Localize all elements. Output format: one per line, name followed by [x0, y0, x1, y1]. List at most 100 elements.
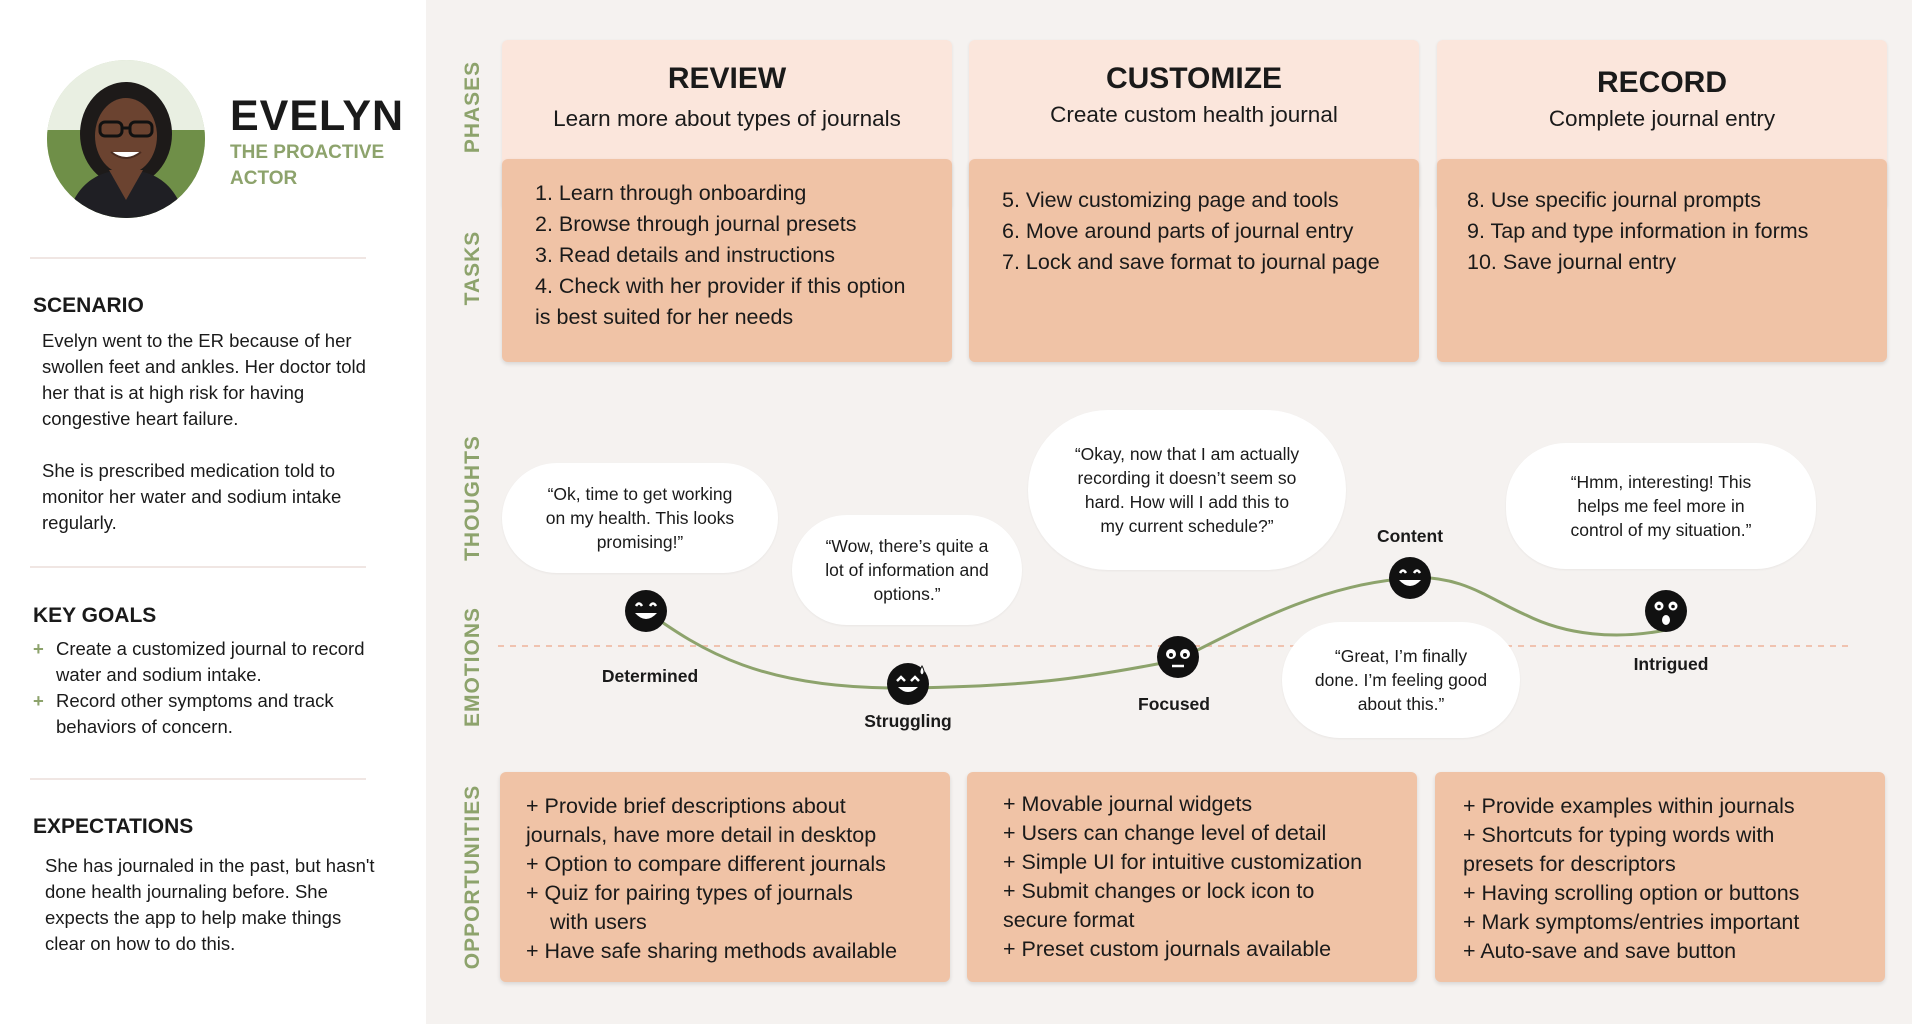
- task-item: 6. Move around parts of journal entry: [1002, 219, 1354, 243]
- tasks-card-review: 1. Learn through onboarding 2. Browse th…: [502, 159, 952, 362]
- thought-line: lot of information and: [825, 560, 989, 580]
- phase-subtitle: Learn more about types of journals: [553, 106, 901, 131]
- opportunities-card-review: + Provide brief descriptions about journ…: [500, 772, 950, 982]
- emotion-label: Determined: [601, 666, 699, 686]
- emotion-curve-line: [645, 576, 1667, 690]
- thought-line: done. I’m feeling good: [1314, 670, 1488, 690]
- expectations-body: She has journaled in the past, but hasn'…: [45, 855, 375, 954]
- thought-line: about this.”: [1357, 694, 1445, 714]
- task-item: 1. Learn through onboarding: [535, 181, 807, 205]
- thought-line: control of my situation.”: [1570, 520, 1752, 540]
- persona-sidebar: EVELYN THE PROACTIVE ACTOR SCENARIO Evel…: [0, 0, 426, 1024]
- task-list: 8. Use specific journal prompts 9. Tap a…: [1467, 185, 1808, 278]
- key-goals-title: KEY GOALS: [33, 604, 157, 627]
- thought-line: recording it doesn’t seem so: [1077, 468, 1297, 488]
- emotion-label: Content: [1376, 526, 1444, 546]
- opportunity-item: + Quiz for pairing types of journals: [526, 881, 853, 905]
- opportunity-item: + Option to compare different journals: [526, 852, 886, 876]
- thought-line: options.”: [873, 584, 941, 604]
- phase-title: RECORD: [1596, 66, 1727, 99]
- opportunity-item: with users: [550, 910, 647, 934]
- thought-line: my current schedule?”: [1100, 516, 1274, 536]
- opportunity-item: + Preset custom journals available: [1003, 937, 1332, 961]
- opportunity-item: + Auto-save and save button: [1463, 939, 1737, 963]
- divider: [30, 566, 366, 568]
- thought-line: “Great, I’m finally: [1334, 646, 1468, 666]
- opportunity-item: + Provide examples within journals: [1463, 794, 1795, 818]
- emotion-label: Focused: [1138, 694, 1210, 714]
- thought-line: “Okay, now that I am actually: [1074, 444, 1300, 464]
- goal-item: + Create a customized journal to record …: [33, 636, 373, 688]
- thought-line: helps me feel more in: [1577, 496, 1745, 516]
- opportunity-item: + Movable journal widgets: [1003, 792, 1253, 816]
- scenario-paragraph: She is prescribed medication told to mon…: [42, 460, 342, 533]
- tasks-card-record: 8. Use specific journal prompts 9. Tap a…: [1437, 159, 1887, 362]
- opportunity-item: + Mark symptoms/entries important: [1463, 910, 1800, 934]
- task-item: 2. Browse through journal presets: [535, 212, 857, 236]
- goal-text: Create a customized journal to record wa…: [56, 638, 365, 685]
- opportunity-item: + Submit changes or lock icon to: [1003, 879, 1315, 903]
- opportunities-card-customize: + Movable journal widgets + Users can ch…: [967, 772, 1417, 982]
- opportunity-item: journals, have more detail in desktop: [526, 823, 877, 847]
- phase-title: CUSTOMIZE: [1105, 62, 1283, 95]
- journey-map: PHASES TASKS THOUGHTS EMOTIONS OPPORTUNI…: [426, 0, 1912, 1024]
- persona-subtitle: THE PROACTIVE ACTOR: [230, 142, 385, 189]
- task-item: 8. Use specific journal prompts: [1467, 188, 1761, 212]
- task-item: is best suited for her needs: [535, 305, 794, 329]
- opportunity-item: + Users can change level of detail: [1003, 821, 1327, 845]
- grinning-face-icon: [625, 590, 667, 632]
- opportunity-item: + Have safe sharing methods available: [526, 939, 898, 963]
- opportunity-item: + Simple UI for intuitive customization: [1003, 850, 1363, 874]
- opportunity-item: + Shortcuts for typing words with: [1463, 823, 1775, 847]
- goal-item: + Record other symptoms and track behavi…: [33, 688, 373, 740]
- opportunity-list: + Provide examples within journals + Sho…: [1463, 792, 1799, 966]
- phase-subtitle: Create custom health journal: [1050, 102, 1338, 127]
- opportunity-list: + Provide brief descriptions about journ…: [526, 792, 897, 966]
- emotion-label: Intrigued: [1633, 654, 1709, 674]
- grinning-face-icon: [1389, 557, 1431, 599]
- emotion-label: Struggling: [864, 711, 952, 731]
- thought-line: hard. How will I add this to: [1084, 492, 1290, 512]
- thought-line: promising!”: [596, 532, 684, 552]
- divider: [30, 257, 366, 259]
- thought-line: “Hmm, interesting! This: [1570, 472, 1752, 492]
- task-list: 5. View customizing page and tools 6. Mo…: [1002, 185, 1380, 278]
- sweat-smile-face-icon: [887, 663, 929, 705]
- thought-line: “Ok, time to get working: [547, 484, 733, 504]
- person-photo-icon: [47, 60, 205, 218]
- tasks-card-customize: 5. View customizing page and tools 6. Mo…: [969, 159, 1419, 362]
- task-item: 9. Tap and type information in forms: [1467, 219, 1809, 243]
- goal-text: Record other symptoms and track behavior…: [56, 690, 334, 737]
- opportunity-item: secure format: [1003, 908, 1135, 932]
- opportunity-item: presets for descriptors: [1463, 852, 1676, 876]
- task-item: 3. Read details and instructions: [535, 243, 835, 267]
- thought-bubble: “Hmm, interesting! This helps me feel mo…: [1506, 443, 1816, 569]
- thought-bubble: “Okay, now that I am actually recording …: [1028, 410, 1346, 570]
- surprised-face-icon: [1645, 590, 1687, 632]
- phase-subtitle: Complete journal entry: [1548, 106, 1776, 131]
- opportunity-item: + Having scrolling option or buttons: [1463, 881, 1800, 905]
- thought-bubble: “Wow, there’s quite a lot of information…: [792, 515, 1022, 625]
- opportunities-card-record: + Provide examples within journals + Sho…: [1435, 772, 1885, 982]
- thought-line: on my health. This looks: [545, 508, 735, 528]
- scenario-body: Evelyn went to the ER because of her swo…: [42, 328, 372, 562]
- expectations-title: EXPECTATIONS: [33, 815, 194, 838]
- thought-bubble: “Ok, time to get working on my health. T…: [502, 463, 778, 573]
- divider: [30, 778, 366, 780]
- neutral-face-icon: [1157, 636, 1199, 678]
- opportunity-item: + Provide brief descriptions about: [526, 794, 846, 818]
- task-item: 4. Check with her provider if this optio…: [535, 274, 906, 298]
- task-item: 7. Lock and save format to journal page: [1002, 250, 1380, 274]
- scenario-paragraph: Evelyn went to the ER because of her swo…: [42, 330, 366, 429]
- thought-line: “Wow, there’s quite a: [825, 536, 989, 556]
- task-list: 1. Learn through onboarding 2. Browse th…: [535, 178, 905, 333]
- phase-title: REVIEW: [667, 62, 787, 95]
- plus-icon: +: [33, 690, 44, 711]
- task-item: 5. View customizing page and tools: [1002, 188, 1339, 212]
- scenario-title: SCENARIO: [33, 294, 144, 317]
- plus-icon: +: [33, 638, 44, 659]
- thought-bubble: “Great, I’m finally done. I’m feeling go…: [1282, 622, 1520, 738]
- opportunity-list: + Movable journal widgets + Users can ch…: [1003, 790, 1362, 964]
- task-item: 10. Save journal entry: [1467, 250, 1677, 274]
- persona-name: EVELYN: [230, 92, 405, 140]
